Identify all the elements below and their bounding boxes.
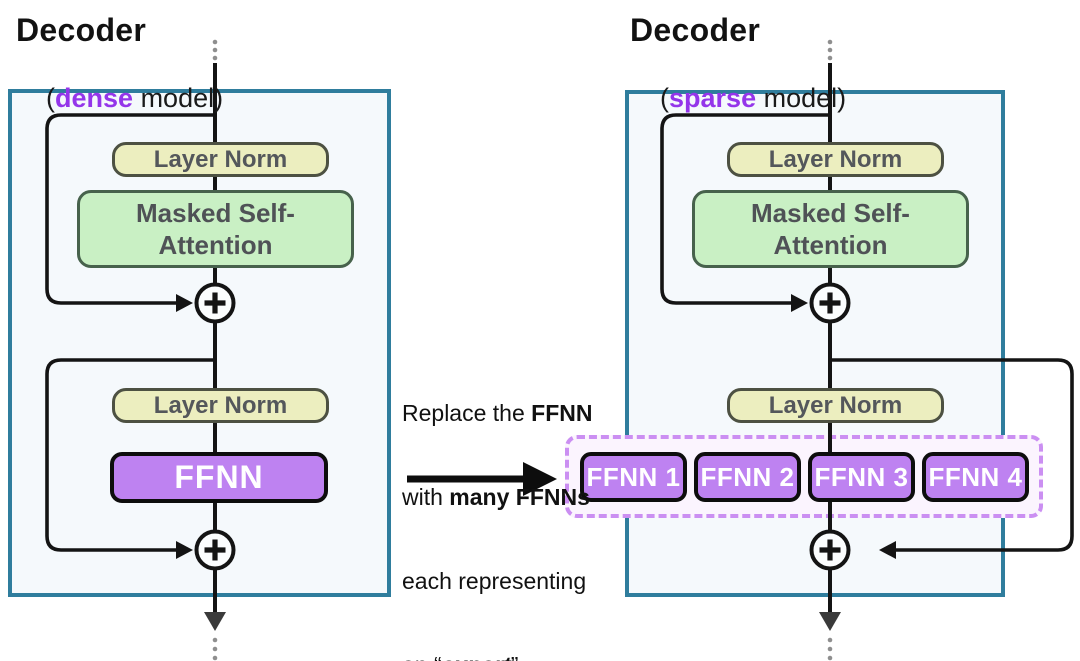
expert-box-3: FFNN 3 xyxy=(808,452,915,502)
expert-box-1: FFNN 1 xyxy=(580,452,687,502)
output-arrowhead-icon xyxy=(819,612,841,631)
dense-accent-word: dense xyxy=(55,83,134,113)
sparse-masked-self-attention: Masked Self- Attention xyxy=(692,190,969,268)
sparse-accent-word: sparse xyxy=(669,83,757,113)
subtitle-open-paren: ( xyxy=(46,83,56,113)
annotation-line-3: each representing xyxy=(402,568,587,594)
subtitle-rest: model) xyxy=(756,83,847,113)
subtitle-open-paren: ( xyxy=(660,83,670,113)
annotation-line-2: with many FFNNs xyxy=(402,484,590,510)
subtitle-rest: model) xyxy=(133,83,224,113)
dense-layer-norm-top: Layer Norm xyxy=(112,142,329,177)
dotted-continuation-top xyxy=(212,39,218,45)
dotted-continuation-bottom xyxy=(212,637,218,643)
output-arrowhead-icon xyxy=(204,612,226,631)
replace-annotation: Replace the FFNN with many FFNNs each re… xyxy=(402,343,670,661)
expert-box-4: FFNN 4 xyxy=(922,452,1029,502)
attention-label-line2: Attention xyxy=(773,230,888,260)
attention-label-line1: Masked Self- xyxy=(136,198,295,228)
sparse-panel-title: Decoder xyxy=(630,12,761,48)
expert-box-2: FFNN 2 xyxy=(694,452,801,502)
sparse-layer-norm-bottom: Layer Norm xyxy=(727,388,944,423)
attention-label-line2: Attention xyxy=(158,230,273,260)
sparse-panel-subtitle: (sparse model) xyxy=(630,52,846,145)
dense-ffnn-box: FFNN xyxy=(110,452,328,503)
attention-label-line1: Masked Self- xyxy=(751,198,910,228)
dotted-continuation-bottom xyxy=(827,637,833,643)
sparse-layer-norm-top: Layer Norm xyxy=(727,142,944,177)
dense-layer-norm-bottom: Layer Norm xyxy=(112,388,329,423)
dotted-continuation-top xyxy=(827,39,833,45)
annotation-line-4: an “expert”. xyxy=(402,651,670,661)
dense-panel-subtitle: (dense model) xyxy=(16,52,223,145)
dense-masked-self-attention: Masked Self- Attention xyxy=(77,190,354,268)
dense-panel-title: Decoder xyxy=(16,12,147,48)
annotation-line-1: Replace the FFNN xyxy=(402,400,593,426)
